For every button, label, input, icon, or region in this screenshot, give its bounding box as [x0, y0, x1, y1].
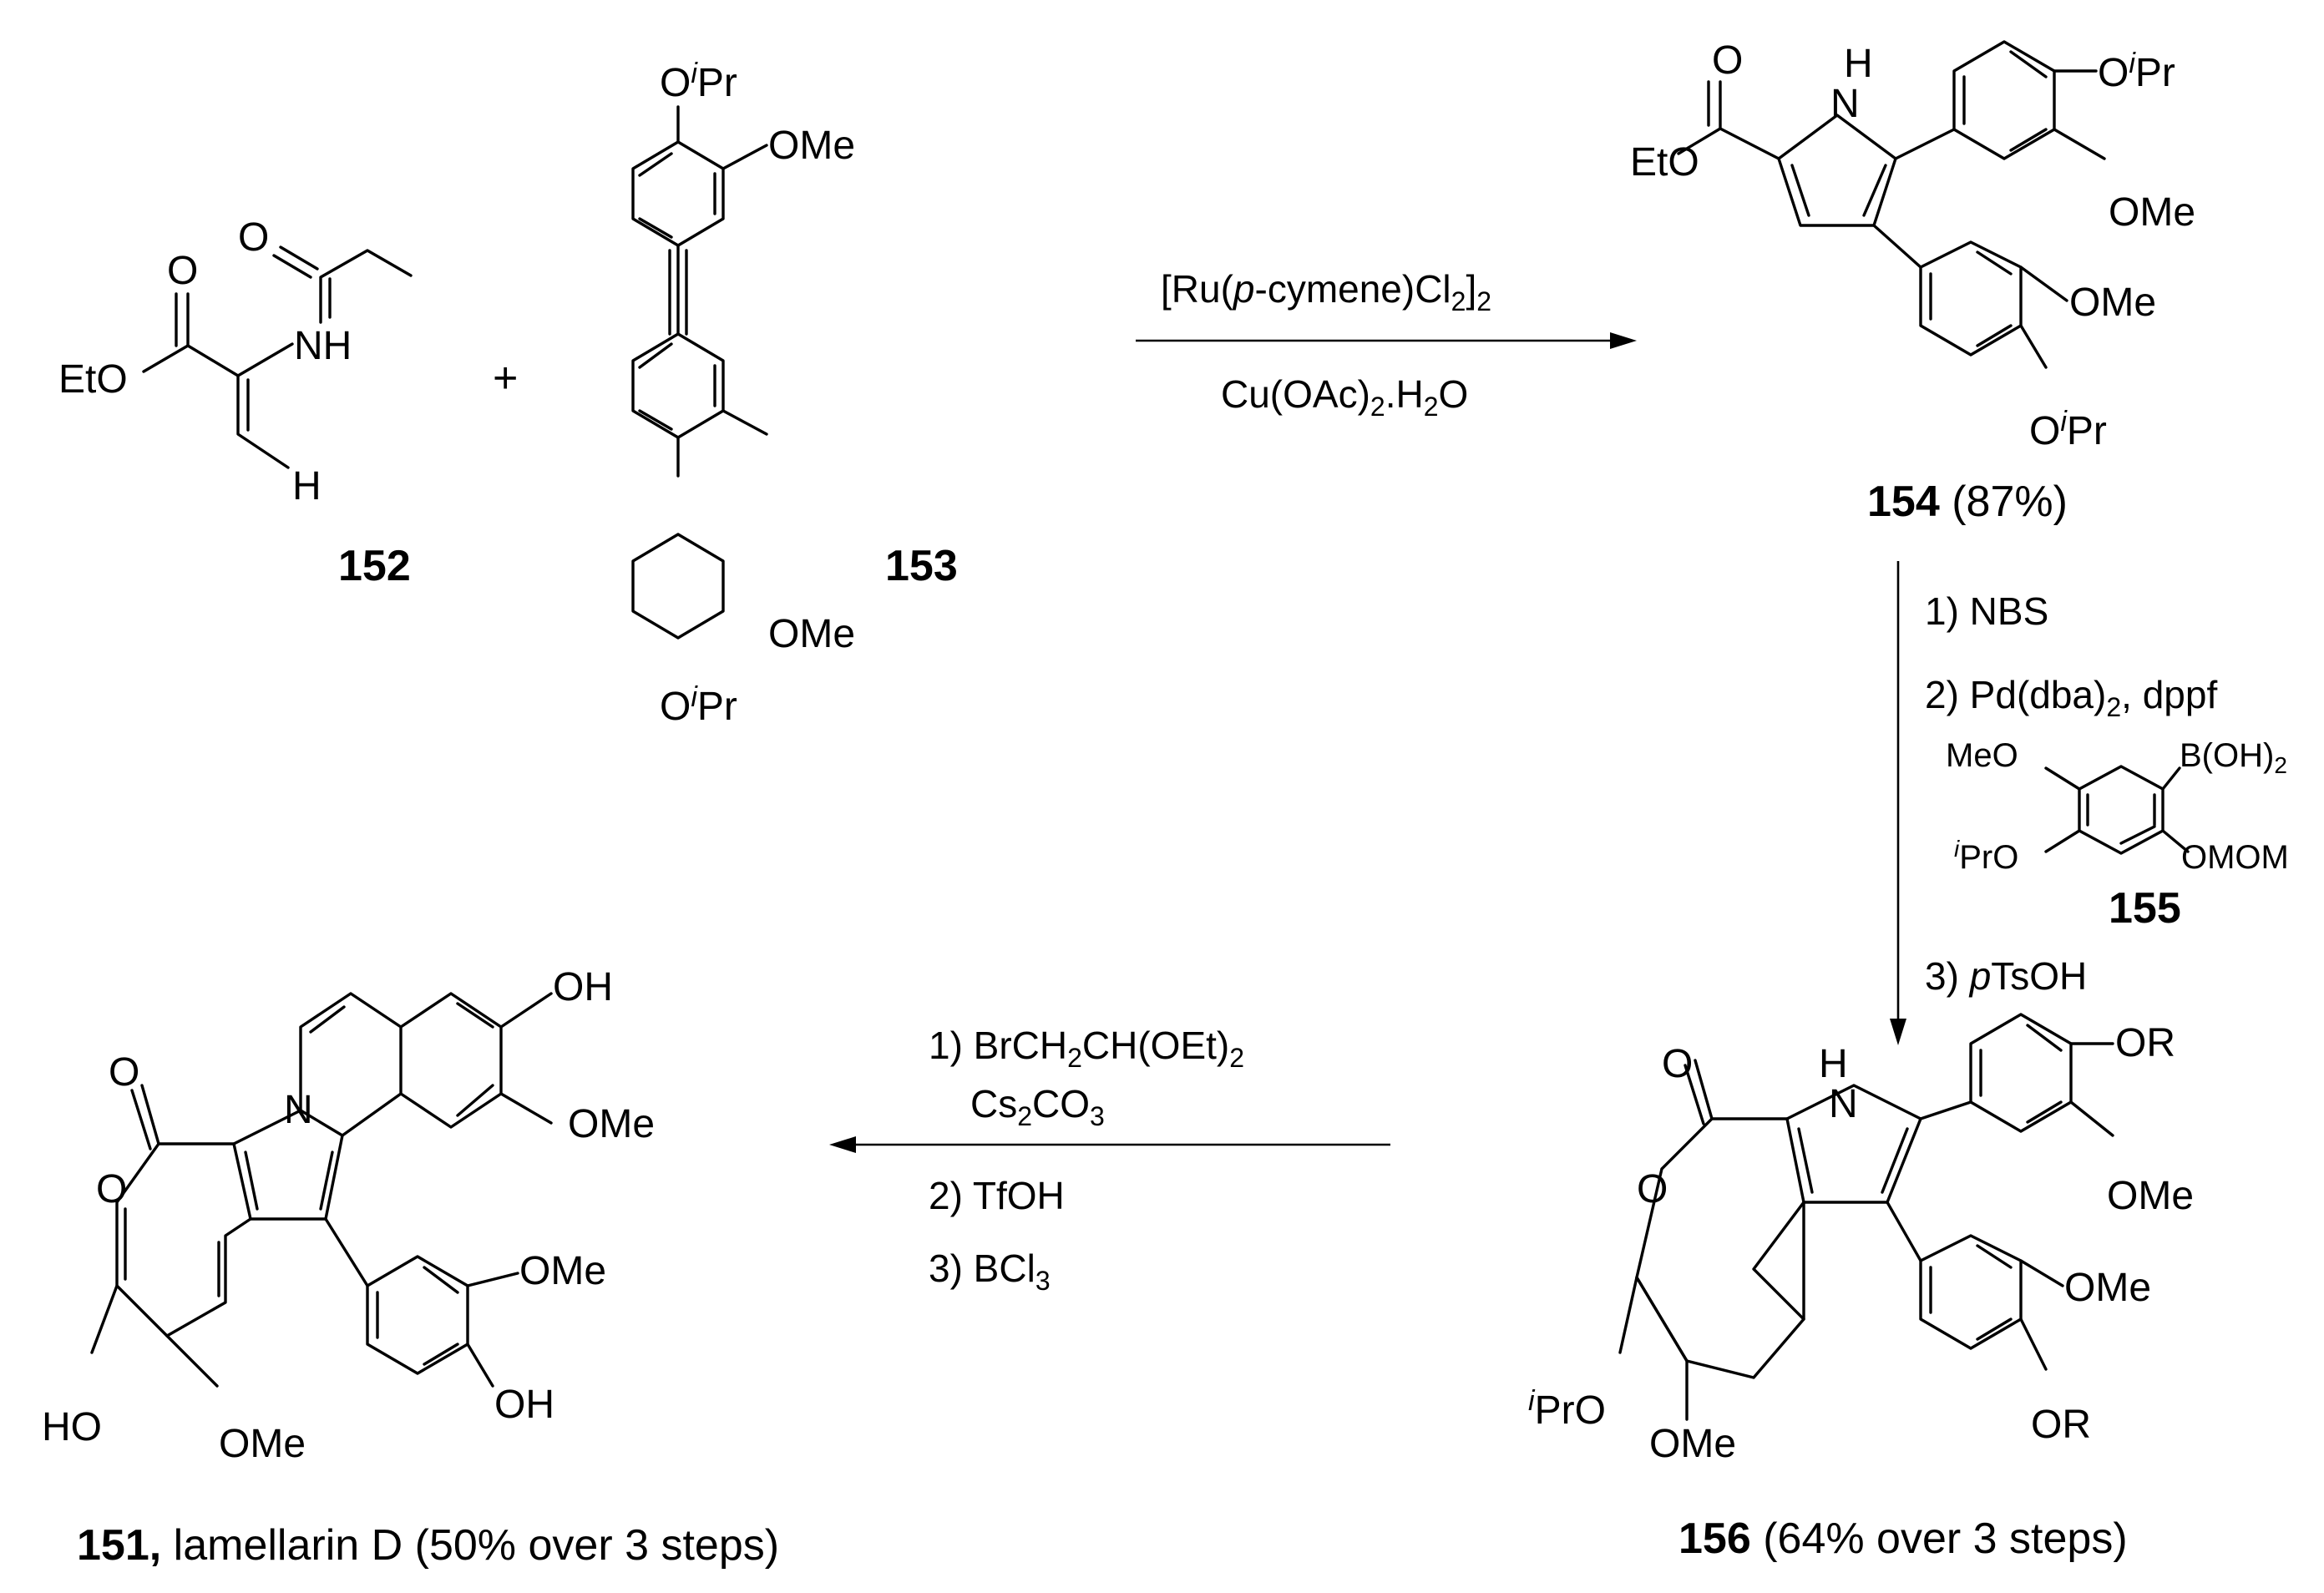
compound-153: OiPr OMe OMe OiPr 153 — [631, 58, 958, 729]
reagent-bcl3: 3) BCl3 — [929, 1247, 1051, 1296]
compound-label-155: 155 — [2109, 884, 2181, 933]
atom-eto: EtO — [1630, 140, 1699, 185]
compound-154: O EtO H N OiPr OMe OMe OiPr 154 (87%) — [1630, 38, 2195, 526]
label-151: 151, — [77, 1521, 161, 1570]
atom-ome: OMe — [768, 612, 855, 656]
atom-h: H — [1844, 42, 1873, 86]
atom-ome: OMe — [568, 1102, 655, 1146]
compound-label-152: 152 — [338, 542, 411, 590]
atom-oipr: OiPr — [660, 58, 737, 105]
atom-oipr: OiPr — [660, 681, 737, 729]
atom-h: H — [292, 464, 322, 508]
atom-ipro: iPrO — [1528, 1385, 1606, 1433]
atom-oipr: OiPr — [2098, 48, 2175, 95]
atom-o: O — [1637, 1167, 1668, 1211]
atom-eto: EtO — [58, 357, 128, 402]
name-151: lamellarin D (50% over 3 steps) — [174, 1521, 779, 1570]
atom-h: H — [1819, 1042, 1848, 1086]
atom-o: O — [1662, 1042, 1693, 1086]
reagent-copper-acetate: Cu(OAc)2.H2O — [1221, 372, 1468, 422]
atom-o: O — [238, 215, 269, 260]
compound-155: MeO B(OH)2 iPrO OMOM 155 — [1946, 737, 2289, 933]
reagent-ru-catalyst: [Ru(p-cymene)Cl2]2 — [1161, 267, 1491, 316]
plus-sign: + — [493, 354, 518, 402]
arrow-step3: 1) BrCH2CH(OEt)2 Cs2CO3 2) TfOH 3) BCl3 — [829, 1024, 1390, 1296]
reagent-nbs: 1) NBS — [1925, 589, 2048, 633]
compound-label-151: 151, lamellarin D (50% over 3 steps) — [77, 1521, 779, 1570]
atom-or: OR — [2115, 1021, 2175, 1065]
compound-label-154: 154 (87%) — [1867, 478, 2068, 526]
atom-ome: OMe — [219, 1422, 306, 1466]
label-154: 154 — [1867, 478, 1940, 526]
atom-nh: NH — [294, 324, 352, 368]
compound-152: EtO O O NH H 152 — [58, 215, 413, 590]
reagent-ptsoh: 3) pTsOH — [1925, 954, 2087, 998]
atom-meo: MeO — [1946, 737, 2018, 774]
atom-o: O — [167, 249, 198, 293]
yield-154: (87%) — [1952, 478, 2068, 526]
atom-ome: OMe — [768, 124, 855, 168]
atom-ome: OMe — [519, 1249, 606, 1293]
reagent-bromoacetal: 1) BrCH2CH(OEt)2 — [929, 1024, 1244, 1073]
atom-oh: OH — [553, 965, 613, 1009]
atom-ome: OMe — [1649, 1422, 1736, 1466]
compound-156: O O H N OR OMe OMe OR iPrO OMe 156 (64% … — [1528, 1013, 2194, 1563]
atom-n: N — [1829, 1082, 1858, 1126]
atom-ipro: iPrO — [1954, 836, 2018, 876]
label-156: 156 — [1678, 1515, 1751, 1563]
reagent-tfoh: 2) TfOH — [929, 1174, 1065, 1217]
atom-or: OR — [2031, 1403, 2091, 1447]
compound-label-156: 156 (64% over 3 steps) — [1678, 1515, 2128, 1563]
compound-label-153: 153 — [885, 542, 958, 590]
arrow-step2: 1) NBS 2) Pd(dba)2, dppf 3) pTsOH — [1890, 561, 2217, 1045]
atom-o: O — [1712, 38, 1743, 83]
atom-o: O — [109, 1050, 139, 1095]
atom-ome: OMe — [2107, 1174, 2194, 1218]
reagent-pd: 2) Pd(dba)2, dppf — [1925, 673, 2217, 722]
compound-151: O O N OH OMe OMe OH HO OMe 151, lamellar… — [42, 965, 779, 1570]
atom-ome: OMe — [2064, 1266, 2151, 1310]
arrow-step1: [Ru(p-cymene)Cl2]2 Cu(OAc)2.H2O — [1136, 267, 1637, 422]
reagent-cesium-carbonate: Cs2CO3 — [970, 1082, 1105, 1131]
atom-omom: OMOM — [2181, 839, 2289, 876]
atom-ome: OMe — [2069, 281, 2156, 325]
atom-boh2: B(OH)2 — [2180, 737, 2287, 778]
atom-n: N — [1830, 82, 1860, 126]
atom-oh: OH — [494, 1383, 554, 1427]
atom-n: N — [284, 1088, 313, 1132]
yield-156: (64% over 3 steps) — [1763, 1515, 2127, 1563]
atom-o: O — [96, 1167, 127, 1211]
atom-ome: OMe — [2109, 190, 2195, 235]
atom-ho: HO — [42, 1405, 102, 1449]
atom-oipr: OiPr — [2029, 406, 2107, 453]
